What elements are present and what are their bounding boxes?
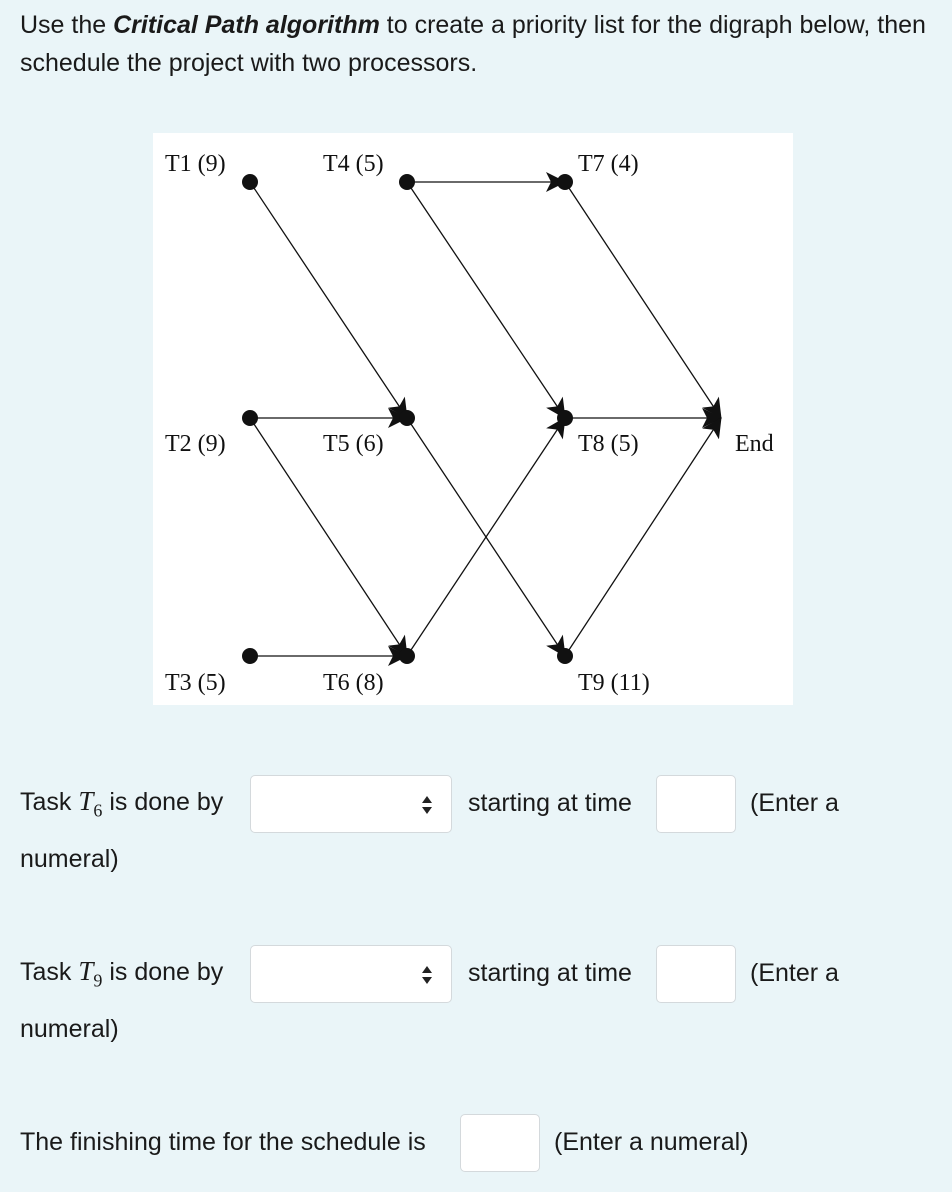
node-t2-label: T2 (9) <box>165 431 226 457</box>
node-t7-label: T7 (4) <box>578 151 639 177</box>
row2-processor-select[interactable] <box>250 945 452 1003</box>
question-suffix: to create a priority list for the digrap… <box>20 11 926 77</box>
row2-starting-text: starting at time <box>468 959 632 987</box>
row1-done-by: is done by <box>102 788 224 816</box>
node-t8-dot <box>557 410 573 426</box>
question-emphasis: Critical Path algorithm <box>113 11 380 39</box>
node-t3-label: T3 (5) <box>165 670 226 696</box>
node-t5-dot <box>399 410 415 426</box>
edge-t9-end <box>564 417 722 657</box>
row1-processor-select[interactable] <box>250 775 452 833</box>
row1-starting-text: starting at time <box>468 789 632 817</box>
question-text: Use the Critical Path algorithm to creat… <box>20 6 932 82</box>
finish-time-input[interactable] <box>460 1114 540 1172</box>
row1-task-symbol: T6 <box>78 786 103 821</box>
edge-t4-t8 <box>406 181 566 419</box>
question-prefix: Use the <box>20 11 114 39</box>
row2-task-symbol: T9 <box>78 956 103 991</box>
finish-hint: (Enter a numeral) <box>554 1128 749 1156</box>
updown-chevron-icon <box>422 796 432 814</box>
node-end-label: End <box>735 431 774 457</box>
row2-done-by: is done by <box>102 958 224 986</box>
node-t1-label: T1 (9) <box>165 151 226 177</box>
node-t8-label: T8 (5) <box>578 431 639 457</box>
edge-t7-end <box>564 181 722 419</box>
node-t6-dot <box>399 648 415 664</box>
row2-hint-line2: numeral) <box>20 1015 119 1043</box>
digraph-svg: T1 (9) T4 (5) T7 (4) T2 (9) T5 (6) T8 (5) EndT… <box>165 151 774 696</box>
row1-task-label: Task T6 is done by <box>20 786 223 821</box>
node-t9-label: T9 (11) <box>578 670 650 696</box>
row1-task-prefix: Task <box>20 788 79 816</box>
finish-label: The finishing time for the schedule is <box>20 1128 426 1156</box>
node-t3-dot <box>242 648 258 664</box>
node-t7-dot <box>557 174 573 190</box>
node-t4-label: T4 (5) <box>323 151 384 177</box>
node-t5-label: T5 (6) <box>323 431 384 457</box>
row1-hint-line2: numeral) <box>20 845 119 873</box>
row2-start-time-input[interactable] <box>656 945 736 1003</box>
updown-chevron-icon <box>422 966 432 984</box>
edge-t2-t6 <box>249 417 408 657</box>
row1-start-time-input[interactable] <box>656 775 736 833</box>
row2-hint-line1: (Enter a <box>750 959 839 987</box>
node-t1-dot <box>242 174 258 190</box>
node-t9-dot <box>557 648 573 664</box>
row1-hint-line1: (Enter a <box>750 789 839 817</box>
row2-task-prefix: Task <box>20 958 79 986</box>
row2-task-label: Task T9 is done by <box>20 956 223 991</box>
node-t4-dot <box>399 174 415 190</box>
node-t6-label: T6 (8) <box>323 670 384 696</box>
edge-t1-t5 <box>249 181 408 419</box>
edge-t6-t8 <box>406 417 566 657</box>
node-t2-dot <box>242 410 258 426</box>
